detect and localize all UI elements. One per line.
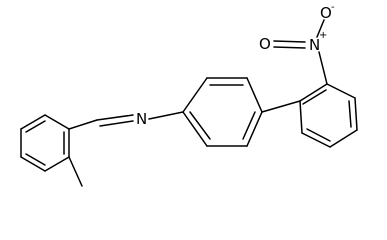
nitro-nitrogen-charge: + bbox=[319, 30, 327, 41]
nitrogen-to-ring-bond bbox=[148, 111, 184, 120]
nitrophenyl-ring-bond bbox=[354, 97, 358, 131]
benzylidene-inner-double-bond bbox=[25, 153, 46, 166]
central-ring-bond bbox=[182, 77, 208, 113]
nitro-top-oxygen-label: O bbox=[320, 4, 332, 22]
central-ring-bond bbox=[182, 111, 208, 147]
benzylidene-ring-bond bbox=[20, 114, 46, 130]
nitrophenyl-ring bbox=[299, 83, 358, 148]
biaryl-bond bbox=[261, 100, 301, 113]
nitrophenyl-ring-bond bbox=[299, 83, 328, 102]
nitro-n-o-single-bond bbox=[316, 19, 325, 38]
nitrophenyl-ring-bond bbox=[299, 100, 303, 134]
ring-to-methine-bond bbox=[68, 119, 98, 130]
central-phenyl-ring bbox=[182, 77, 263, 147]
nitrophenyl-inner-double-bond bbox=[306, 128, 331, 142]
imine-double-bond bbox=[99, 120, 134, 127]
imine-double-bond bbox=[96, 114, 134, 121]
nitro-top-oxygen-charge: - bbox=[331, 2, 335, 13]
benzylidene-ring-bond bbox=[44, 114, 70, 130]
nitrophenyl-inner-double-bond bbox=[348, 100, 352, 128]
nitro-nitrogen-label: N bbox=[309, 36, 320, 54]
central-ring-bond bbox=[246, 77, 263, 113]
nitro-group: N + O - O bbox=[259, 2, 335, 85]
methylbenzylidene-group bbox=[20, 114, 98, 187]
ring-to-nitro-bond bbox=[318, 51, 328, 85]
central-ring-bond bbox=[246, 111, 263, 147]
benzylidene-ring-bond bbox=[20, 156, 46, 172]
benzylidene-inner-double-bond bbox=[25, 120, 46, 133]
benzylidene-ring-bond bbox=[44, 156, 70, 172]
nitrophenyl-ring-bond bbox=[326, 83, 356, 99]
central-inner-double-bond bbox=[189, 111, 211, 140]
nitro-n-o-double-bond bbox=[273, 40, 306, 43]
nitro-left-oxygen-label: O bbox=[259, 35, 271, 53]
nitro-n-o-double-bond bbox=[273, 46, 306, 49]
central-inner-double-bond bbox=[242, 111, 256, 140]
methyl-bond bbox=[68, 156, 83, 187]
nitrophenyl-ring-bond bbox=[301, 132, 331, 148]
nitrophenyl-inner-double-bond bbox=[302, 89, 327, 105]
imine-nitrogen-label: N bbox=[136, 110, 147, 128]
chemical-structure-diagram: N N + O - O bbox=[20, 2, 358, 187]
nitrophenyl-ring-bond bbox=[329, 129, 358, 148]
imine-linkage: N bbox=[96, 110, 184, 128]
